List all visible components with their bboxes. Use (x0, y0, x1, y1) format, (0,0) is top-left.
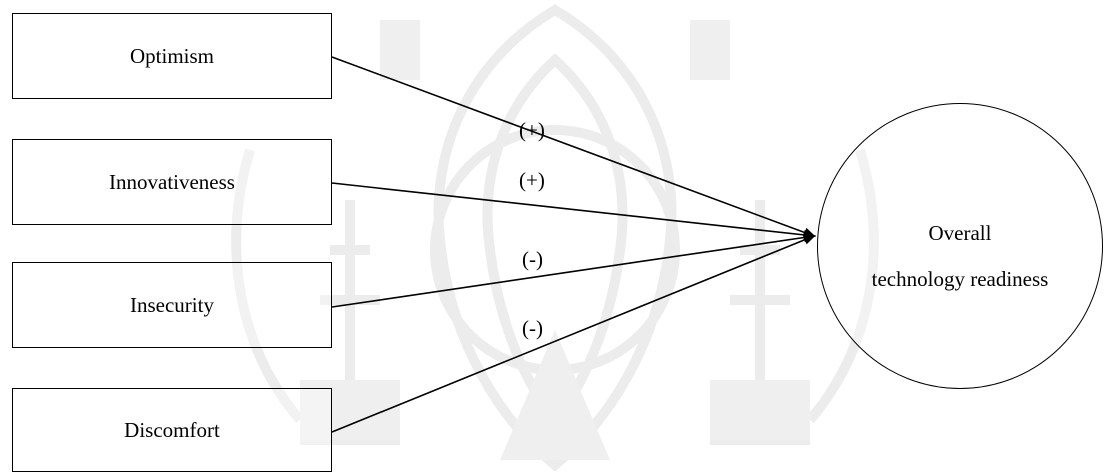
relation-sign-optimism: (+) (519, 118, 545, 143)
arrow-discomfort (332, 236, 814, 432)
outcome-circle: Overall technology readiness (817, 103, 1103, 389)
construct-box-insecurity: Insecurity (12, 262, 332, 348)
construct-label: Discomfort (124, 418, 220, 443)
outcome-label-line-2: technology readiness (818, 267, 1102, 292)
arrow-insecurity (332, 236, 814, 307)
relation-sign-innovativeness: (+) (519, 168, 545, 193)
construct-box-innovativeness: Innovativeness (12, 139, 332, 225)
outcome-label-line-1: Overall (818, 221, 1102, 246)
relation-sign-discomfort: (-) (522, 316, 543, 341)
construct-box-optimism: Optimism (12, 13, 332, 99)
construct-box-discomfort: Discomfort (12, 388, 332, 472)
construct-label: Innovativeness (109, 170, 235, 195)
construct-label: Insecurity (130, 293, 214, 318)
relation-sign-insecurity: (-) (522, 247, 543, 272)
construct-label: Optimism (130, 44, 214, 69)
